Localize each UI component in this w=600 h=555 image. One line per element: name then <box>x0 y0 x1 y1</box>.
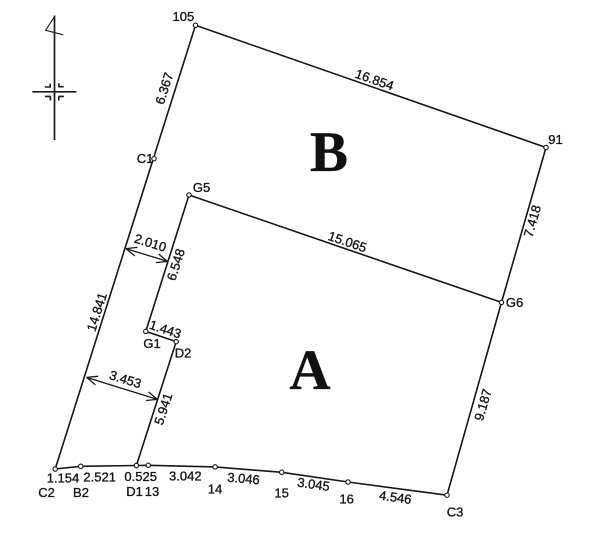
svg-text:1.154: 1.154 <box>47 471 80 486</box>
svg-text:G5: G5 <box>193 180 210 195</box>
svg-text:C3: C3 <box>447 504 464 519</box>
svg-text:15: 15 <box>274 486 288 501</box>
svg-text:A: A <box>289 339 330 402</box>
svg-text:B2: B2 <box>73 485 89 500</box>
svg-text:0.525: 0.525 <box>124 469 157 484</box>
svg-text:3.453: 3.453 <box>108 367 144 391</box>
svg-text:15.065: 15.065 <box>326 228 368 255</box>
svg-text:105: 105 <box>173 9 195 24</box>
svg-text:14.841: 14.841 <box>84 291 110 333</box>
svg-text:D1: D1 <box>126 484 143 499</box>
svg-text:91: 91 <box>548 132 562 147</box>
svg-text:4.546: 4.546 <box>378 488 412 507</box>
svg-text:2.010: 2.010 <box>133 231 169 255</box>
svg-text:16.854: 16.854 <box>353 66 395 93</box>
svg-text:9.187: 9.187 <box>471 387 494 422</box>
svg-text:6.367: 6.367 <box>152 71 176 107</box>
svg-text:3.045: 3.045 <box>296 475 330 494</box>
svg-text:6.548: 6.548 <box>164 247 188 283</box>
svg-text:B: B <box>310 121 348 184</box>
svg-text:2.521: 2.521 <box>83 470 116 485</box>
svg-text:7.418: 7.418 <box>521 203 544 238</box>
svg-text:G6: G6 <box>506 295 523 310</box>
svg-text:16: 16 <box>339 491 353 506</box>
svg-text:G1: G1 <box>143 336 160 351</box>
svg-text:3.042: 3.042 <box>169 469 202 484</box>
svg-text:3.046: 3.046 <box>227 470 261 488</box>
svg-text:D2: D2 <box>175 345 192 360</box>
svg-text:14: 14 <box>208 482 222 497</box>
svg-text:C2: C2 <box>38 485 55 500</box>
svg-text:C1: C1 <box>137 151 154 166</box>
svg-text:13: 13 <box>145 484 159 499</box>
